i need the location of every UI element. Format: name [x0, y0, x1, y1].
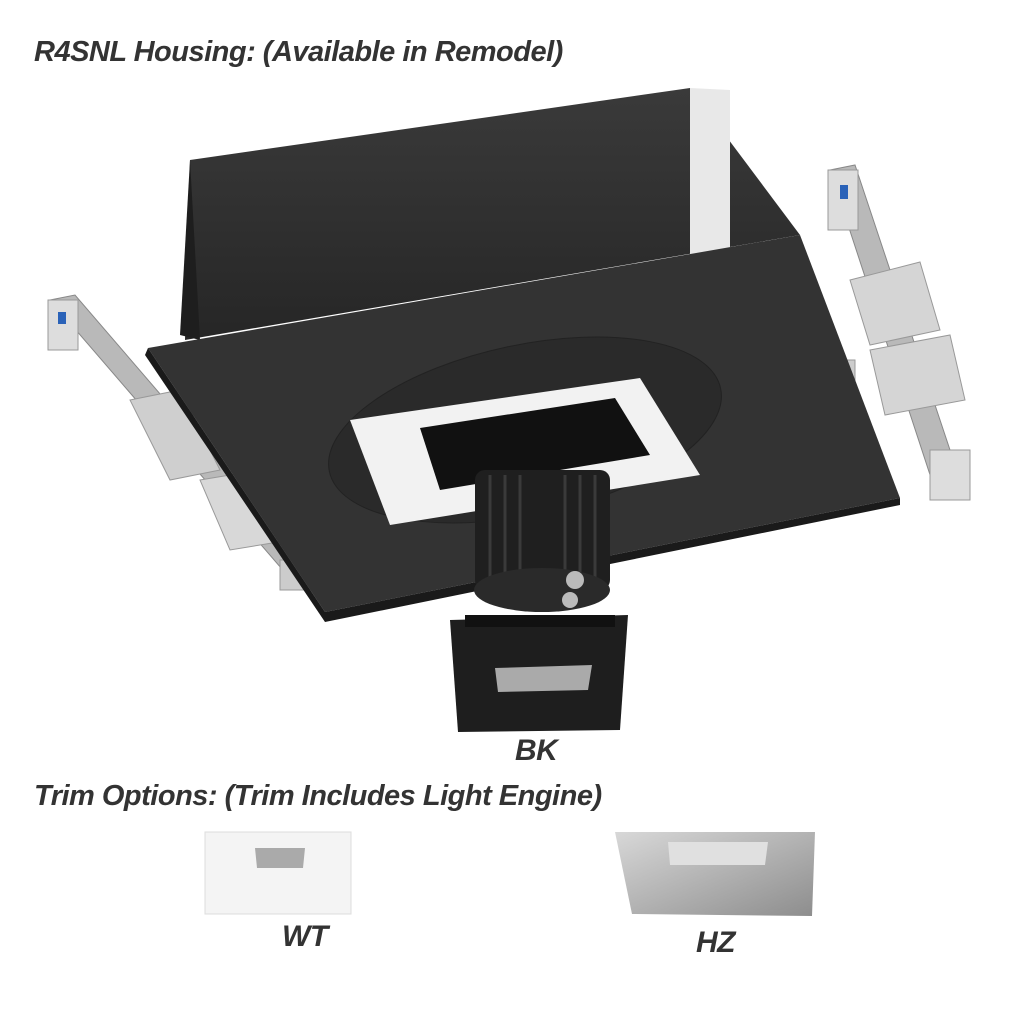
bk-trim-label: BK: [515, 734, 558, 767]
page-title: R4SNL Housing: (Available in Remodel): [34, 36, 563, 68]
bk-trim: [450, 615, 628, 732]
wt-trim-label: WT: [282, 920, 328, 953]
housing-flange: [145, 235, 900, 622]
trim-options-title: Trim Options: (Trim Includes Light Engin…: [34, 780, 602, 812]
wt-trim-image: [204, 831, 352, 915]
light-engine: [474, 470, 610, 612]
hz-trim-image: [615, 832, 815, 916]
housing-box: [180, 88, 800, 340]
hz-trim-label: HZ: [696, 926, 736, 959]
